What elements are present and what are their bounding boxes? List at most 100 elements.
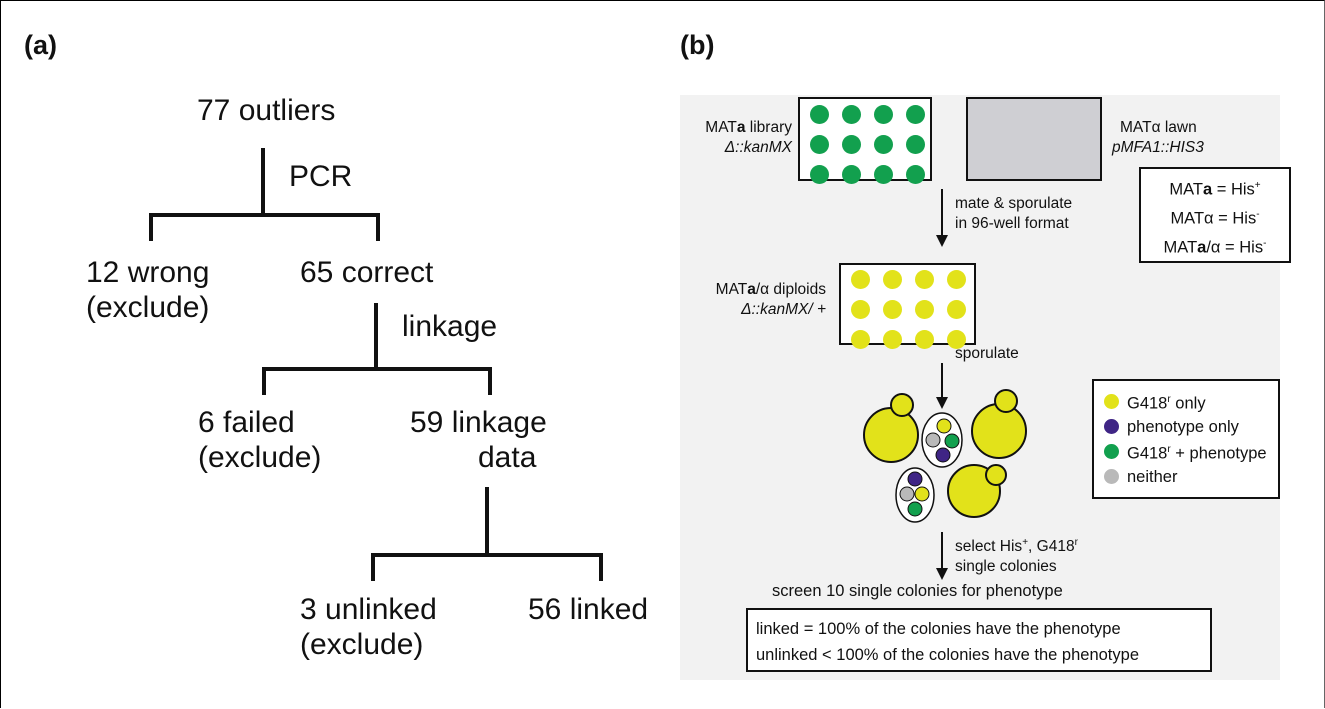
key-diploid-a: a	[1197, 238, 1207, 257]
root-node: 77 outliers	[197, 94, 336, 127]
unlinked-definition: unlinked < 100% of the colonies have the…	[756, 646, 1139, 664]
diploid-colony	[915, 270, 934, 289]
select-step-label: select His+, G418r single colonies	[955, 533, 1078, 577]
diploid-colony	[915, 300, 934, 319]
legend-item: neither	[1104, 464, 1278, 489]
wrong-exclude: (exclude)	[86, 291, 210, 324]
key-mata: MATa = His+	[1141, 175, 1289, 204]
tree-edge	[371, 553, 375, 581]
library-allele: Δ::kanMX	[724, 139, 792, 156]
library-colony	[906, 105, 925, 124]
library-colony	[906, 165, 925, 184]
library-colony	[842, 105, 861, 124]
diploids-title: MATa/α diploids	[696, 280, 826, 300]
library-colony	[810, 105, 829, 124]
tree-edge	[262, 367, 492, 371]
budding-cell-icon	[947, 464, 1007, 518]
budding-cell-icon	[971, 389, 1027, 459]
library-colony	[874, 165, 893, 184]
diploid-colony	[851, 330, 870, 349]
library-colony	[810, 165, 829, 184]
library-title: MATa library	[692, 118, 792, 138]
lawn-title: MATα lawn	[1120, 119, 1197, 136]
tree-edge	[485, 487, 489, 555]
arrow-shaft	[941, 189, 943, 237]
linkage-data-node: 59 linkage data	[410, 405, 547, 475]
arrow-shaft	[941, 532, 943, 570]
key-matalpha-sup: -	[1256, 209, 1260, 220]
correct-node: 65 correct	[300, 256, 434, 289]
library-colony	[810, 135, 829, 154]
diploid-colony	[947, 270, 966, 289]
legend-swatch	[1104, 419, 1119, 434]
legend-label: G418r only	[1127, 393, 1206, 413]
panel-a-label: (a)	[24, 30, 57, 60]
tree-edge	[488, 367, 492, 395]
key-matalpha: MATα = His-	[1141, 204, 1289, 233]
legend-swatch	[1104, 394, 1119, 409]
diploid-plate	[839, 263, 976, 349]
legend-item: phenotype only	[1104, 414, 1278, 439]
diploid-colony	[851, 270, 870, 289]
diploid-colony	[883, 300, 902, 319]
unlinked-node: 3 unlinked (exclude)	[300, 592, 437, 662]
key-diploid: MATa/α = His-	[1141, 233, 1289, 259]
legend-swatch	[1104, 469, 1119, 484]
library-mat-a: a	[736, 119, 746, 136]
diploids-mat-text: MAT	[715, 281, 748, 298]
select-his: select His	[955, 538, 1023, 556]
key-mata-a: a	[1202, 180, 1213, 199]
unlinked-exclude: (exclude)	[300, 628, 424, 661]
library-colony	[906, 135, 925, 154]
diploid-colony	[851, 300, 870, 319]
tree-edge	[371, 553, 603, 557]
mating-type-key: MATa = His+ MATα = His- MATa/α = His-	[1139, 167, 1291, 263]
wrong-node: 12 wrong (exclude)	[86, 255, 209, 325]
diploid-colony	[883, 330, 902, 349]
mate-step-label: mate & sporulate in 96-well format	[955, 194, 1072, 234]
failed-node: 6 failed (exclude)	[198, 405, 321, 475]
tree-edge	[262, 367, 266, 395]
mate-step-line1: mate & sporulate	[955, 195, 1073, 212]
failed-count: 6 failed	[198, 406, 295, 439]
tree-edge	[261, 148, 265, 214]
panel-b-label: (b)	[680, 30, 715, 60]
key-mata-eq: = His	[1212, 180, 1255, 199]
mate-step-line2: in 96-well format	[955, 215, 1069, 232]
diploids-mat-a: a	[747, 281, 756, 298]
sporulate-step-label: sporulate	[955, 345, 1019, 362]
library-colony	[842, 135, 861, 154]
diploid-colony-grid	[851, 270, 969, 352]
down-arrow-icon	[936, 568, 948, 580]
diploids-rest-text: /α diploids	[755, 281, 826, 298]
select-his-sup: +	[1022, 537, 1029, 548]
library-colony	[842, 165, 861, 184]
pcr-step-label: PCR	[289, 160, 353, 193]
arrow-shaft	[941, 363, 943, 399]
diploid-colony	[947, 300, 966, 319]
key-diploid-prefix: MAT	[1163, 238, 1198, 257]
tree-edge	[376, 213, 380, 241]
diploids-allele: Δ::kanMX/ +	[741, 301, 826, 318]
linkage-data-count: 59 linkage	[410, 406, 547, 439]
legend-sup: r	[1167, 393, 1171, 405]
diploids-label: MATa/α diploids Δ::kanMX/ +	[696, 280, 826, 320]
diploid-colony	[915, 330, 934, 349]
library-plate	[798, 97, 932, 184]
diploid-colony	[947, 330, 966, 349]
key-mata-prefix: MAT	[1169, 180, 1203, 199]
lawn-reporter: pMFA1::HIS3	[1112, 139, 1204, 156]
budding-cell-icon	[863, 393, 919, 463]
linkage-result-box: linked = 100% of the colonies have the p…	[746, 608, 1212, 672]
select-step-line2: single colonies	[955, 558, 1057, 576]
tree-edge	[374, 303, 378, 369]
select-step-line1: select His+, G418r	[955, 533, 1078, 557]
screen-step-label: screen 10 single colonies for phenotype	[772, 582, 1063, 600]
tree-edge	[149, 213, 380, 217]
linkage-data-word: data	[478, 441, 537, 474]
ascus-icon	[895, 467, 935, 523]
ascus-icon	[921, 412, 963, 468]
legend-label: phenotype only	[1127, 417, 1239, 436]
